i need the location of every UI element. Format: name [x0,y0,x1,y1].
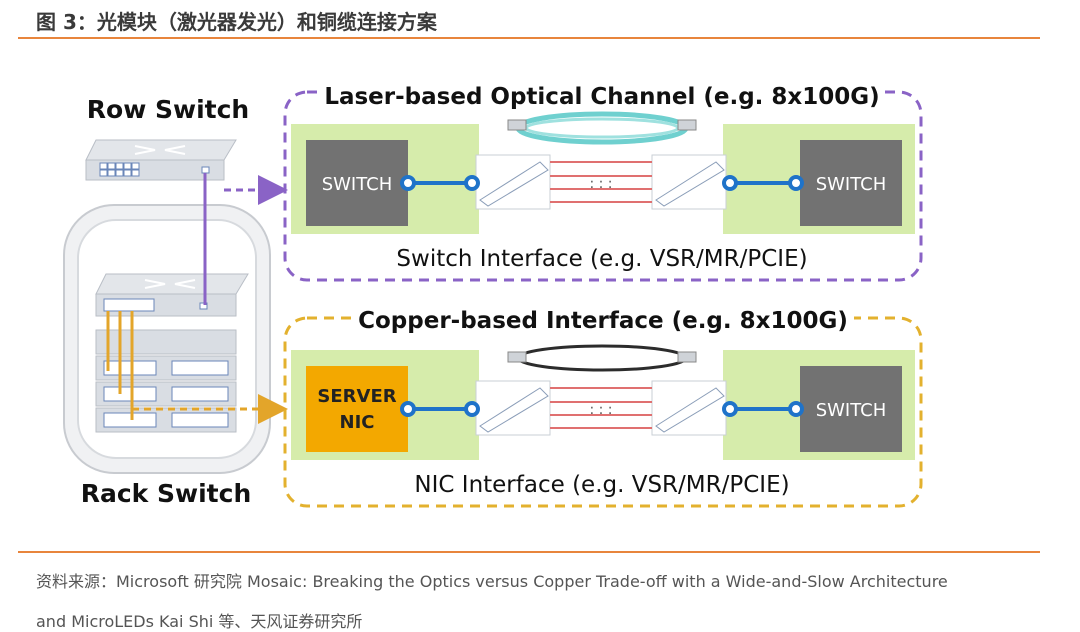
optical-cable [507,111,697,145]
optical-left-switch-label: SWITCH [322,174,393,195]
optical-right-switch-label: SWITCH [816,174,887,195]
optical-serdes-links [400,175,804,191]
server-nic-label-line2: NIC [340,412,375,433]
rack-switch-label: Rack Switch [81,479,252,508]
optical-title: Laser-based Optical Channel (e.g. 8x100G… [324,84,879,110]
row-switch [85,139,237,181]
rack-uplinks [106,311,134,420]
optical-interface-label: Switch Interface (e.g. VSR/MR/PCIE) [396,246,807,272]
bottom-divider [18,551,1040,553]
copper-lanes [550,387,652,429]
copper-right-switch-label: SWITCH [816,400,887,421]
source-line-2: and MicroLEDs Kai Shi 等、天风证券研究所 [36,612,363,631]
rack-switch [95,273,249,317]
top-divider [18,37,1040,39]
copper-interface-label: NIC Interface (e.g. VSR/MR/PCIE) [414,472,789,498]
optical-lanes [550,161,652,203]
figure-title: 图 3：光模块（激光器发光）和铜缆连接方案 [36,10,437,34]
optical-left-switch-box [306,140,408,226]
copper-lane-ellipsis: : : : [589,402,612,418]
source-line-1: 资料来源：Microsoft 研究院 Mosaic: Breaking the … [36,572,948,591]
optical-module-right [651,154,727,210]
copper-module-right [651,380,727,436]
server-nic-box [306,366,408,452]
optical-lane-ellipsis: : : : [589,176,612,192]
copper-serdes-links [400,401,804,417]
copper-cable [507,344,697,372]
copper-module-left [475,380,551,436]
server-nic-label-line1: SERVER [317,386,396,407]
optical-module-left [475,154,551,210]
optical-right-switch-box [800,140,902,226]
row-switch-label: Row Switch [87,95,249,124]
copper-title: Copper-based Interface (e.g. 8x100G) [358,308,848,334]
copper-right-switch-box [800,366,902,452]
